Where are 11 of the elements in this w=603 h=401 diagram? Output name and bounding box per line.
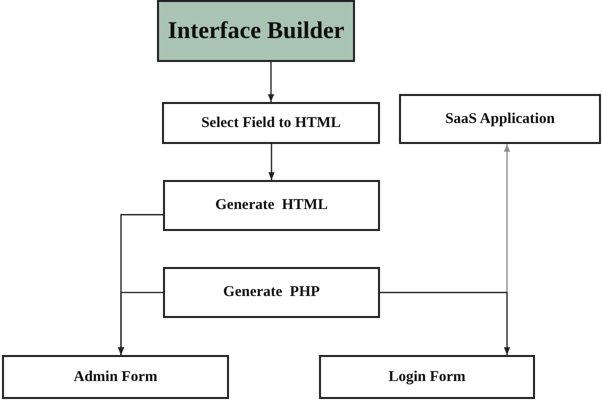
arrow xyxy=(268,144,275,180)
process-box: Generate HTML xyxy=(163,180,380,231)
arrow xyxy=(380,292,510,355)
process-box: Admin Form xyxy=(2,355,229,399)
process-box: Select Field to HTML xyxy=(162,102,380,144)
process-box: Generate PHP xyxy=(163,267,380,318)
arrow xyxy=(118,292,163,355)
arrow xyxy=(268,62,274,102)
process-box: SaaS Application xyxy=(399,94,601,144)
header-box: Interface Builder xyxy=(157,0,355,62)
process-box: Login Form xyxy=(319,355,535,399)
